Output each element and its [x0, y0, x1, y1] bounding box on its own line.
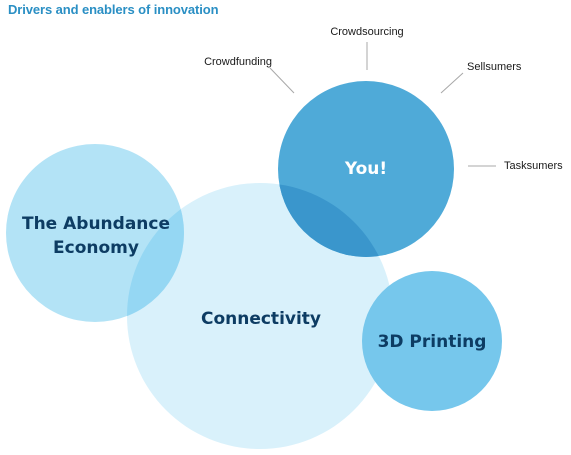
- sellsumers-callout-line: [440, 72, 464, 94]
- abundance-economy-label-line1: The Abundance: [22, 214, 170, 234]
- crowdfunding-label: Crowdfunding: [204, 56, 272, 68]
- crowdfunding-callout-line: [269, 67, 295, 94]
- tasksumers-label: Tasksumers: [504, 160, 563, 172]
- abundance-economy-label-line2: Economy: [53, 238, 139, 258]
- 3d-printing-bubble: [362, 271, 502, 411]
- sellsumers-label: Sellsumers: [467, 61, 522, 73]
- connectivity-bubble: [127, 183, 393, 449]
- you-label: You!: [344, 159, 387, 179]
- 3d-printing-label: 3D Printing: [378, 332, 487, 352]
- diagram-title: Drivers and enablers of innovation: [8, 2, 219, 17]
- connectivity-label: Connectivity: [201, 309, 321, 329]
- crowdsourcing-label: Crowdsourcing: [330, 26, 403, 38]
